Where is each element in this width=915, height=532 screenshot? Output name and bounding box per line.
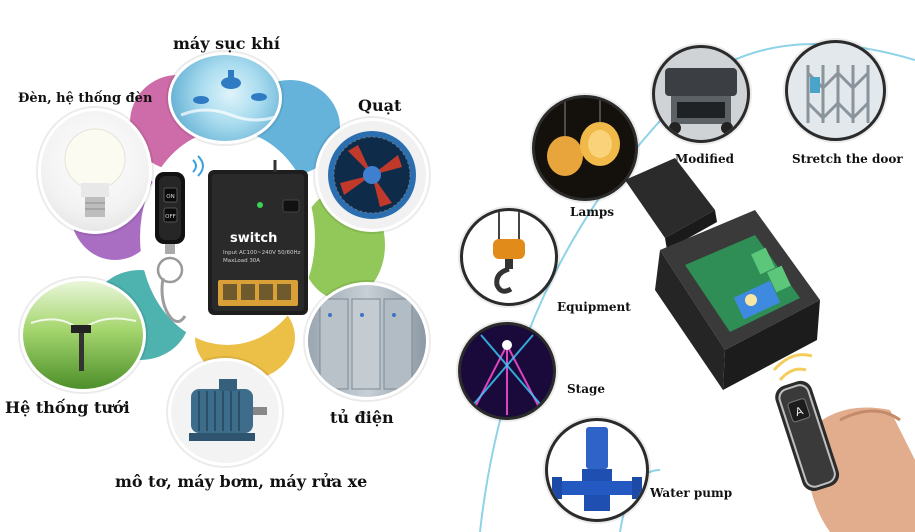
sprinkler-icon [30, 317, 137, 371]
label-cabinet: tủ điện [330, 408, 394, 427]
signal-waves-icon [772, 353, 813, 382]
water-pump-image [545, 418, 649, 522]
light-bulb-image [38, 108, 152, 234]
stretch-door-image [785, 40, 886, 141]
stage-image [458, 322, 556, 420]
label-equipment: Equipment [557, 300, 631, 314]
wireless-signal-icon [192, 155, 204, 177]
irrigation-image [20, 278, 146, 392]
remote-key-a-text: A [794, 404, 806, 419]
retractable-gate-icon [806, 65, 870, 123]
right-application-collage: Modified Stretch the door Lamps [440, 0, 915, 532]
stage-lights-icon [470, 334, 544, 416]
label-irrigation: Hệ thống tưới [5, 398, 130, 417]
equipment-image [460, 208, 558, 306]
light-bulb-icon [64, 128, 126, 217]
fan-image [315, 118, 429, 232]
relay-receiver-module [625, 158, 820, 390]
label-motor: mô tơ, máy bơm, máy rửa xe [115, 472, 368, 491]
switch-spec-line2: MaxLoad 30A [223, 258, 260, 264]
lamps-image [532, 95, 638, 201]
aerator-machine-icon [180, 70, 279, 122]
cabinet-icon [319, 298, 413, 390]
label-aerator: máy sục khí [173, 34, 280, 53]
switch-brand-text: switch [230, 231, 277, 246]
aerator-image [168, 52, 282, 144]
remote-off-text: OFF [165, 214, 176, 220]
label-modified: Modified [675, 152, 734, 166]
remote-switch-product: ON OFF switch Input AC100~240V 50/60Hz M… [155, 155, 308, 323]
label-water-pump: Water pump [650, 486, 733, 500]
motor-image [168, 358, 282, 466]
water-pump-icon [552, 427, 642, 511]
label-stretch-door: Stretch the door [792, 152, 903, 166]
exhaust-fan-icon [328, 131, 416, 219]
switch-spec-line1: Input AC100~240V 50/60Hz [223, 250, 301, 256]
electric-motor-icon [189, 379, 267, 441]
modified-car-image [652, 45, 750, 143]
left-product-collage: ON OFF switch Input AC100~240V 50/60Hz M… [0, 0, 440, 532]
label-fan: Quạt [358, 96, 402, 115]
remote-on-text: ON [166, 194, 174, 200]
label-lamps: Lamps [570, 205, 615, 219]
electrical-cabinet-image [305, 282, 429, 400]
label-lights: Đèn, hệ thống đèn [18, 91, 153, 106]
car-trunk-icon [665, 68, 737, 134]
label-stage: Stage [567, 382, 606, 396]
crane-hook-icon [493, 211, 525, 294]
hand-remote-photo: A [772, 353, 915, 532]
pendant-lamps-icon [547, 98, 620, 176]
